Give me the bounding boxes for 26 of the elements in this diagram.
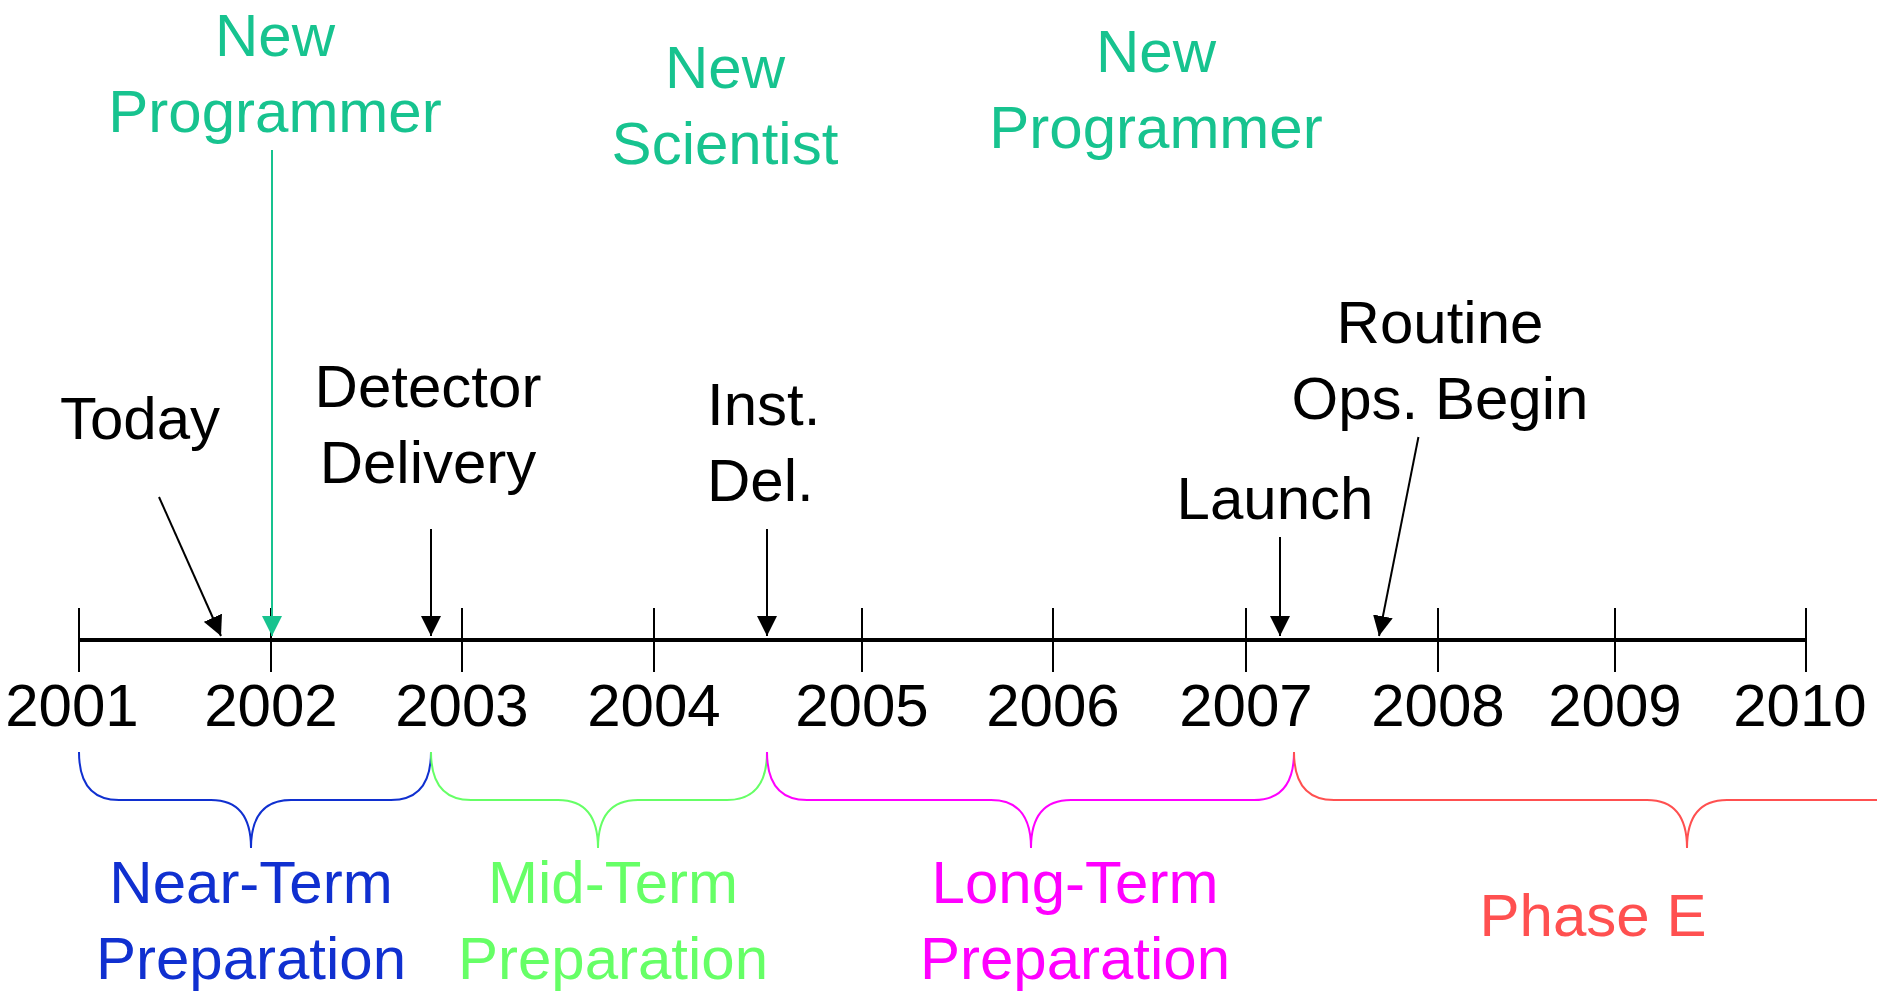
phase-label: Mid-Term Preparation bbox=[456, 848, 770, 992]
year-label: 2004 bbox=[586, 671, 722, 741]
arrow bbox=[1270, 536, 1290, 637]
arrow bbox=[158, 496, 222, 637]
year-label: 2006 bbox=[985, 671, 1121, 741]
year-label: 2008 bbox=[1370, 671, 1506, 741]
milestone-label: Routine Ops. Begin bbox=[1265, 285, 1615, 437]
milestone-label: Inst. Del. bbox=[707, 367, 877, 519]
year-label: 2005 bbox=[794, 671, 930, 741]
arrow bbox=[421, 528, 441, 637]
phase-label: Near-Term Preparation bbox=[94, 848, 408, 992]
team-change-label: New Programmer bbox=[988, 17, 1324, 163]
team-change-label: New Scientist bbox=[610, 33, 840, 179]
year-label: 2001 bbox=[4, 671, 140, 741]
phase-label: Long-Term Preparation bbox=[918, 848, 1232, 992]
arrow bbox=[757, 528, 777, 637]
year-label: 2007 bbox=[1178, 671, 1314, 741]
arrow bbox=[1373, 436, 1420, 637]
year-label: 2003 bbox=[394, 671, 530, 741]
milestone-label: Launch bbox=[1125, 461, 1425, 537]
milestone-label: New Programmer bbox=[75, 0, 475, 150]
year-label: 2002 bbox=[203, 671, 339, 741]
year-label: 2010 bbox=[1732, 671, 1868, 741]
arrow bbox=[262, 149, 282, 637]
year-label: 2009 bbox=[1547, 671, 1683, 741]
phase-label: Phase E bbox=[1478, 881, 1708, 951]
